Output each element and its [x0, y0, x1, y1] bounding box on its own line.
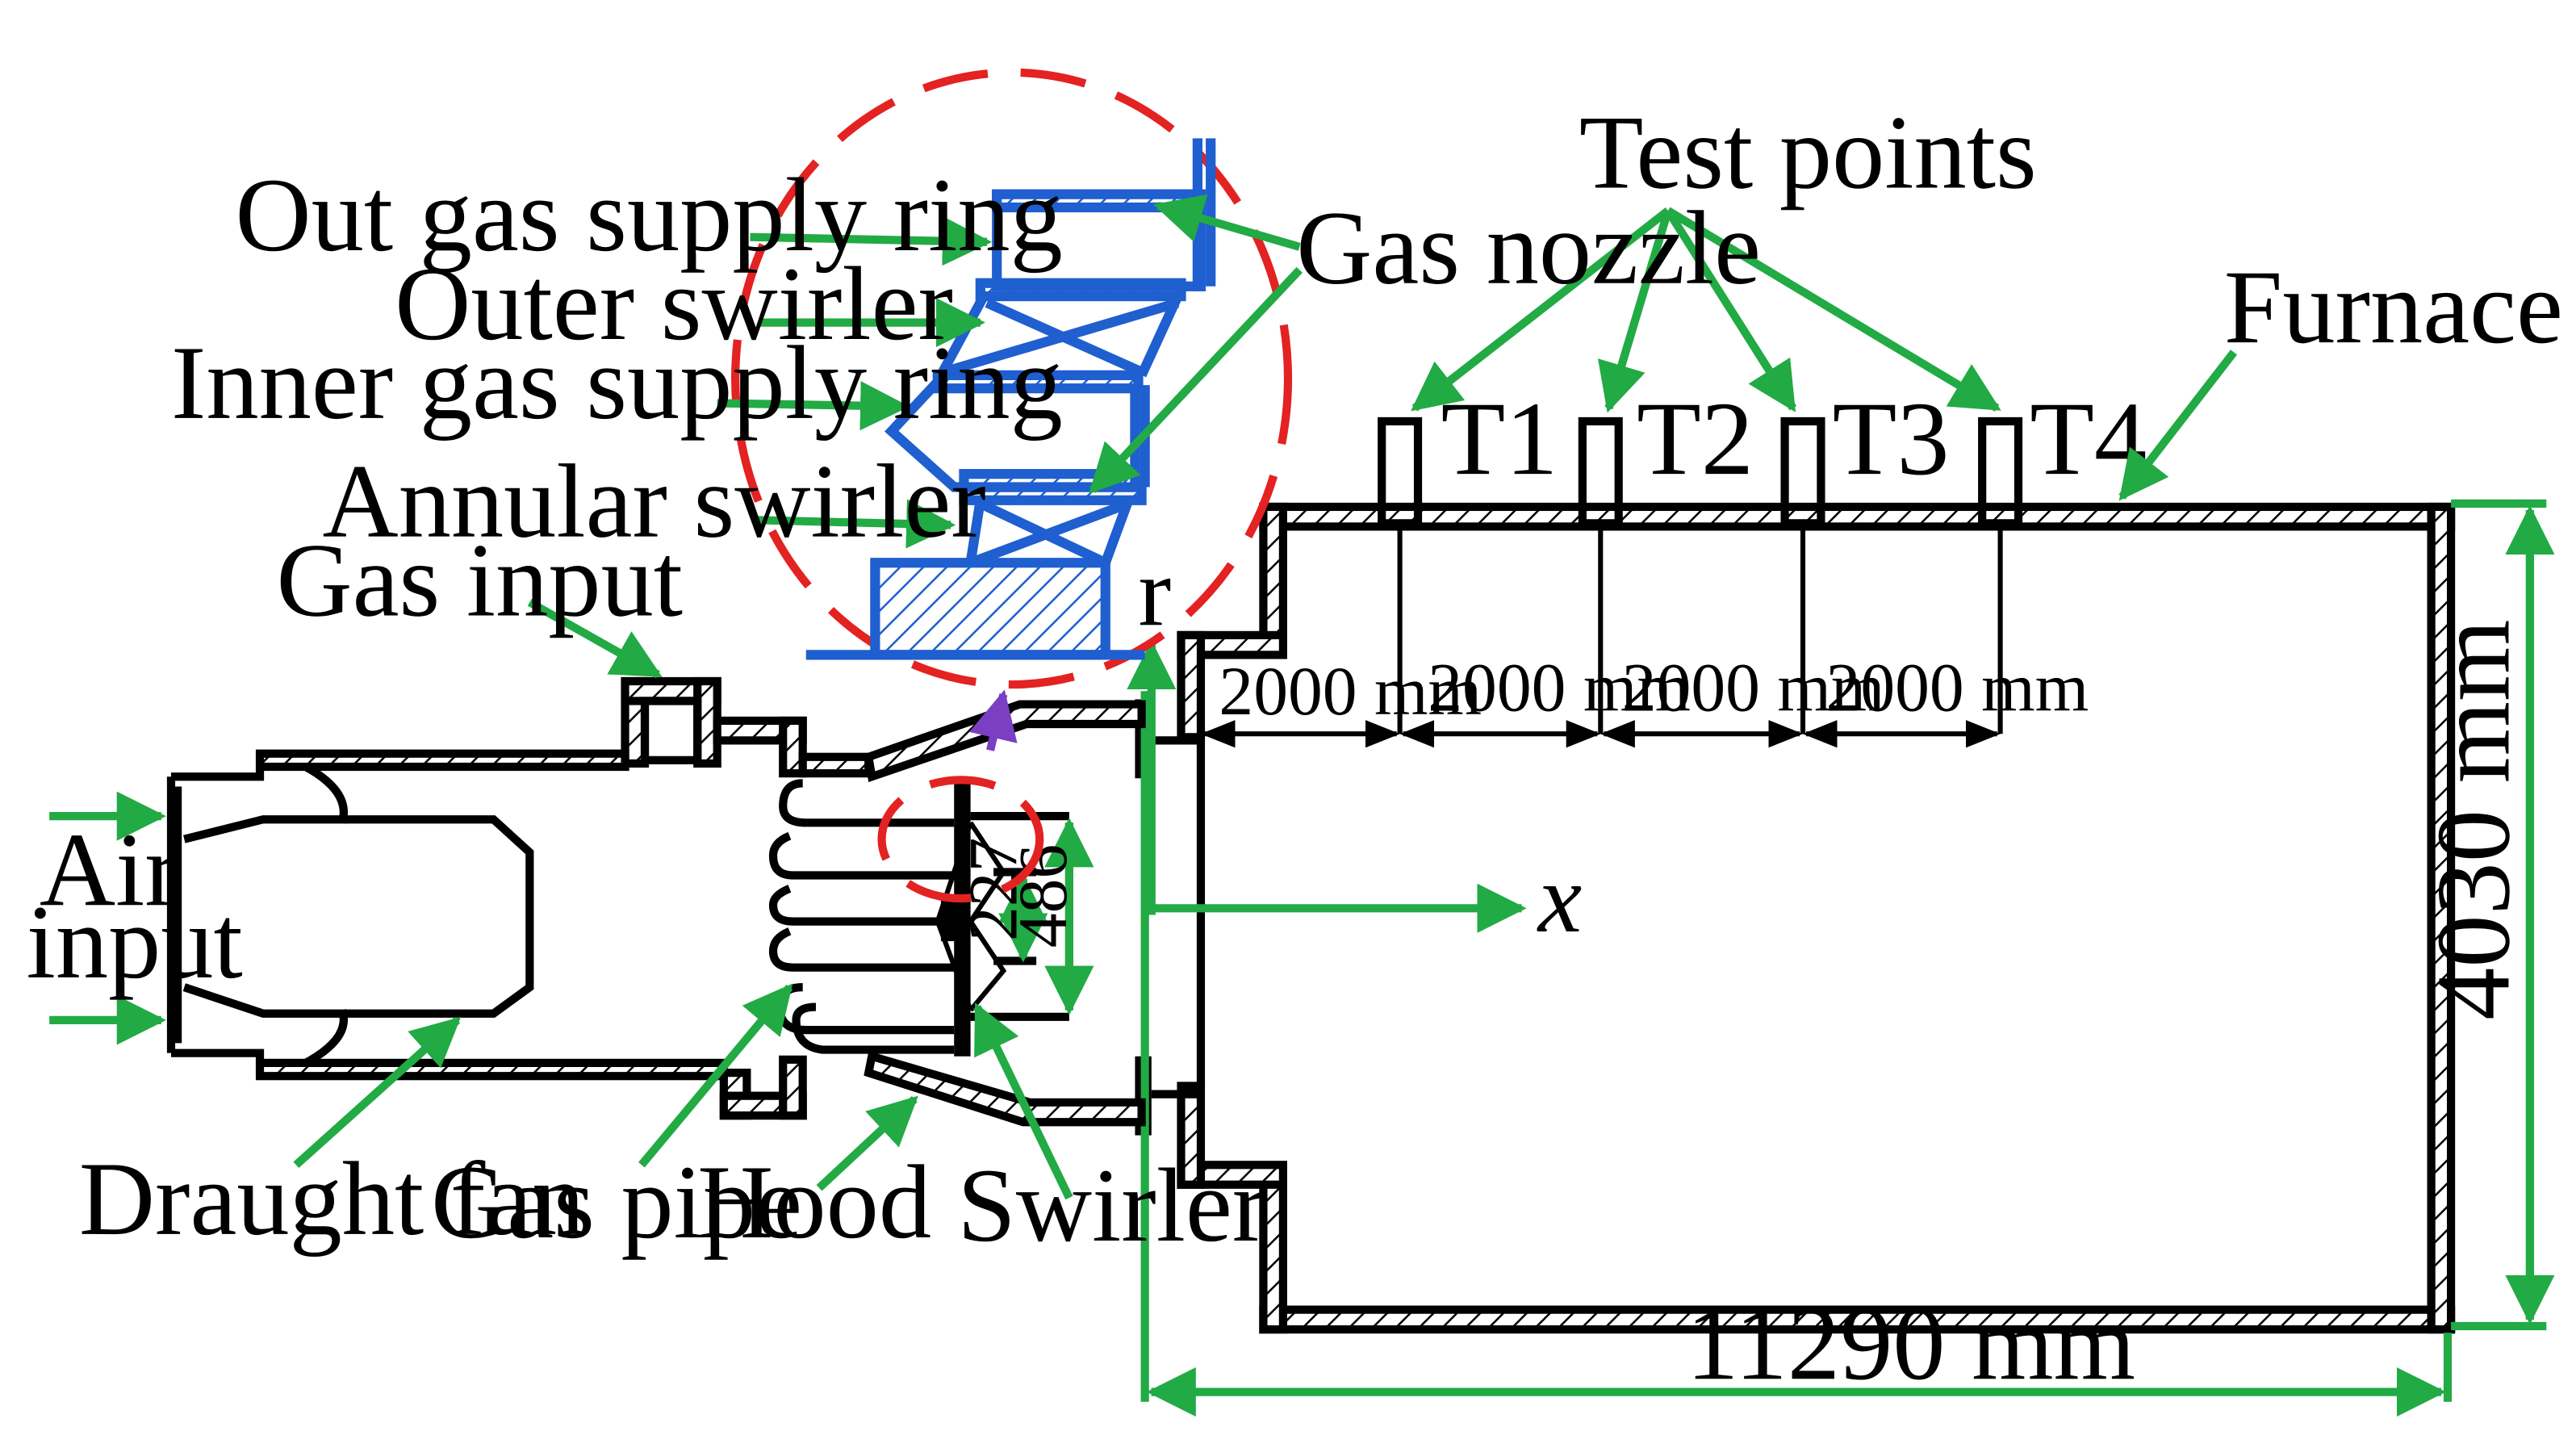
dim-swirler-outer: 486: [1005, 844, 1081, 948]
dim-spacing-2: 2000 mm: [1428, 650, 1691, 726]
dim-spacing-3: 2000 mm: [1622, 650, 1885, 726]
label-test-points: Test points: [1579, 95, 2037, 211]
axis-r-label: r: [1139, 538, 1172, 647]
callout-arrows: [49, 194, 2238, 1200]
label-t4: T4: [2030, 381, 2147, 497]
furnace-body: [1135, 502, 2456, 1334]
label-gas-input: Gas input: [276, 522, 683, 638]
label-t2: T2: [1637, 381, 1754, 497]
label-t1: T1: [1441, 381, 1558, 497]
furnace-size-dimensions: [1140, 499, 2555, 1417]
test-port-t2: [1578, 416, 1623, 528]
label-furnace: Furnace: [2224, 249, 2563, 366]
test-point-ports: [1378, 416, 2023, 734]
detail-pointer-arrow: [969, 689, 1018, 751]
label-swirler: Swirler: [957, 1148, 1267, 1264]
test-port-t1: [1378, 416, 1423, 528]
label-inner-gas-supply-ring: Inner gas supply ring: [171, 325, 1063, 442]
label-hood: Hood: [697, 1145, 931, 1261]
dim-furnace-length: 11290 mm: [1686, 1286, 2135, 1402]
label-air-input-line2: input: [27, 885, 243, 1001]
dim-spacing-1: 2000 mm: [1219, 653, 1482, 730]
label-gas-pipe: Gas pipe: [431, 1145, 802, 1261]
label-draught-fan: Draught fan: [79, 1141, 585, 1258]
coordinate-axes: [1127, 640, 1527, 933]
dim-furnace-height: 4030 mm: [2415, 619, 2532, 1019]
detail-circle: [731, 68, 1293, 689]
label-outer-swirler: Outer swirler: [395, 246, 953, 362]
label-out-gas-supply-ring: Out gas supply ring: [235, 157, 1062, 274]
detail-marker-circle: [877, 776, 1044, 903]
test-port-t3: [1780, 416, 1825, 528]
axis-x-label: x: [1537, 844, 1582, 953]
label-gas-nozzle: Gas nozzle: [1296, 190, 1761, 307]
dim-swirler-inner: 227: [956, 838, 1032, 941]
label-t3: T3: [1833, 381, 1950, 497]
dim-spacing-4: 2000 mm: [1826, 650, 2089, 726]
test-port-t4: [1978, 416, 2023, 528]
label-annular-swirler: Annular swirler: [323, 444, 986, 560]
label-air-input-line1: Air: [40, 812, 180, 928]
